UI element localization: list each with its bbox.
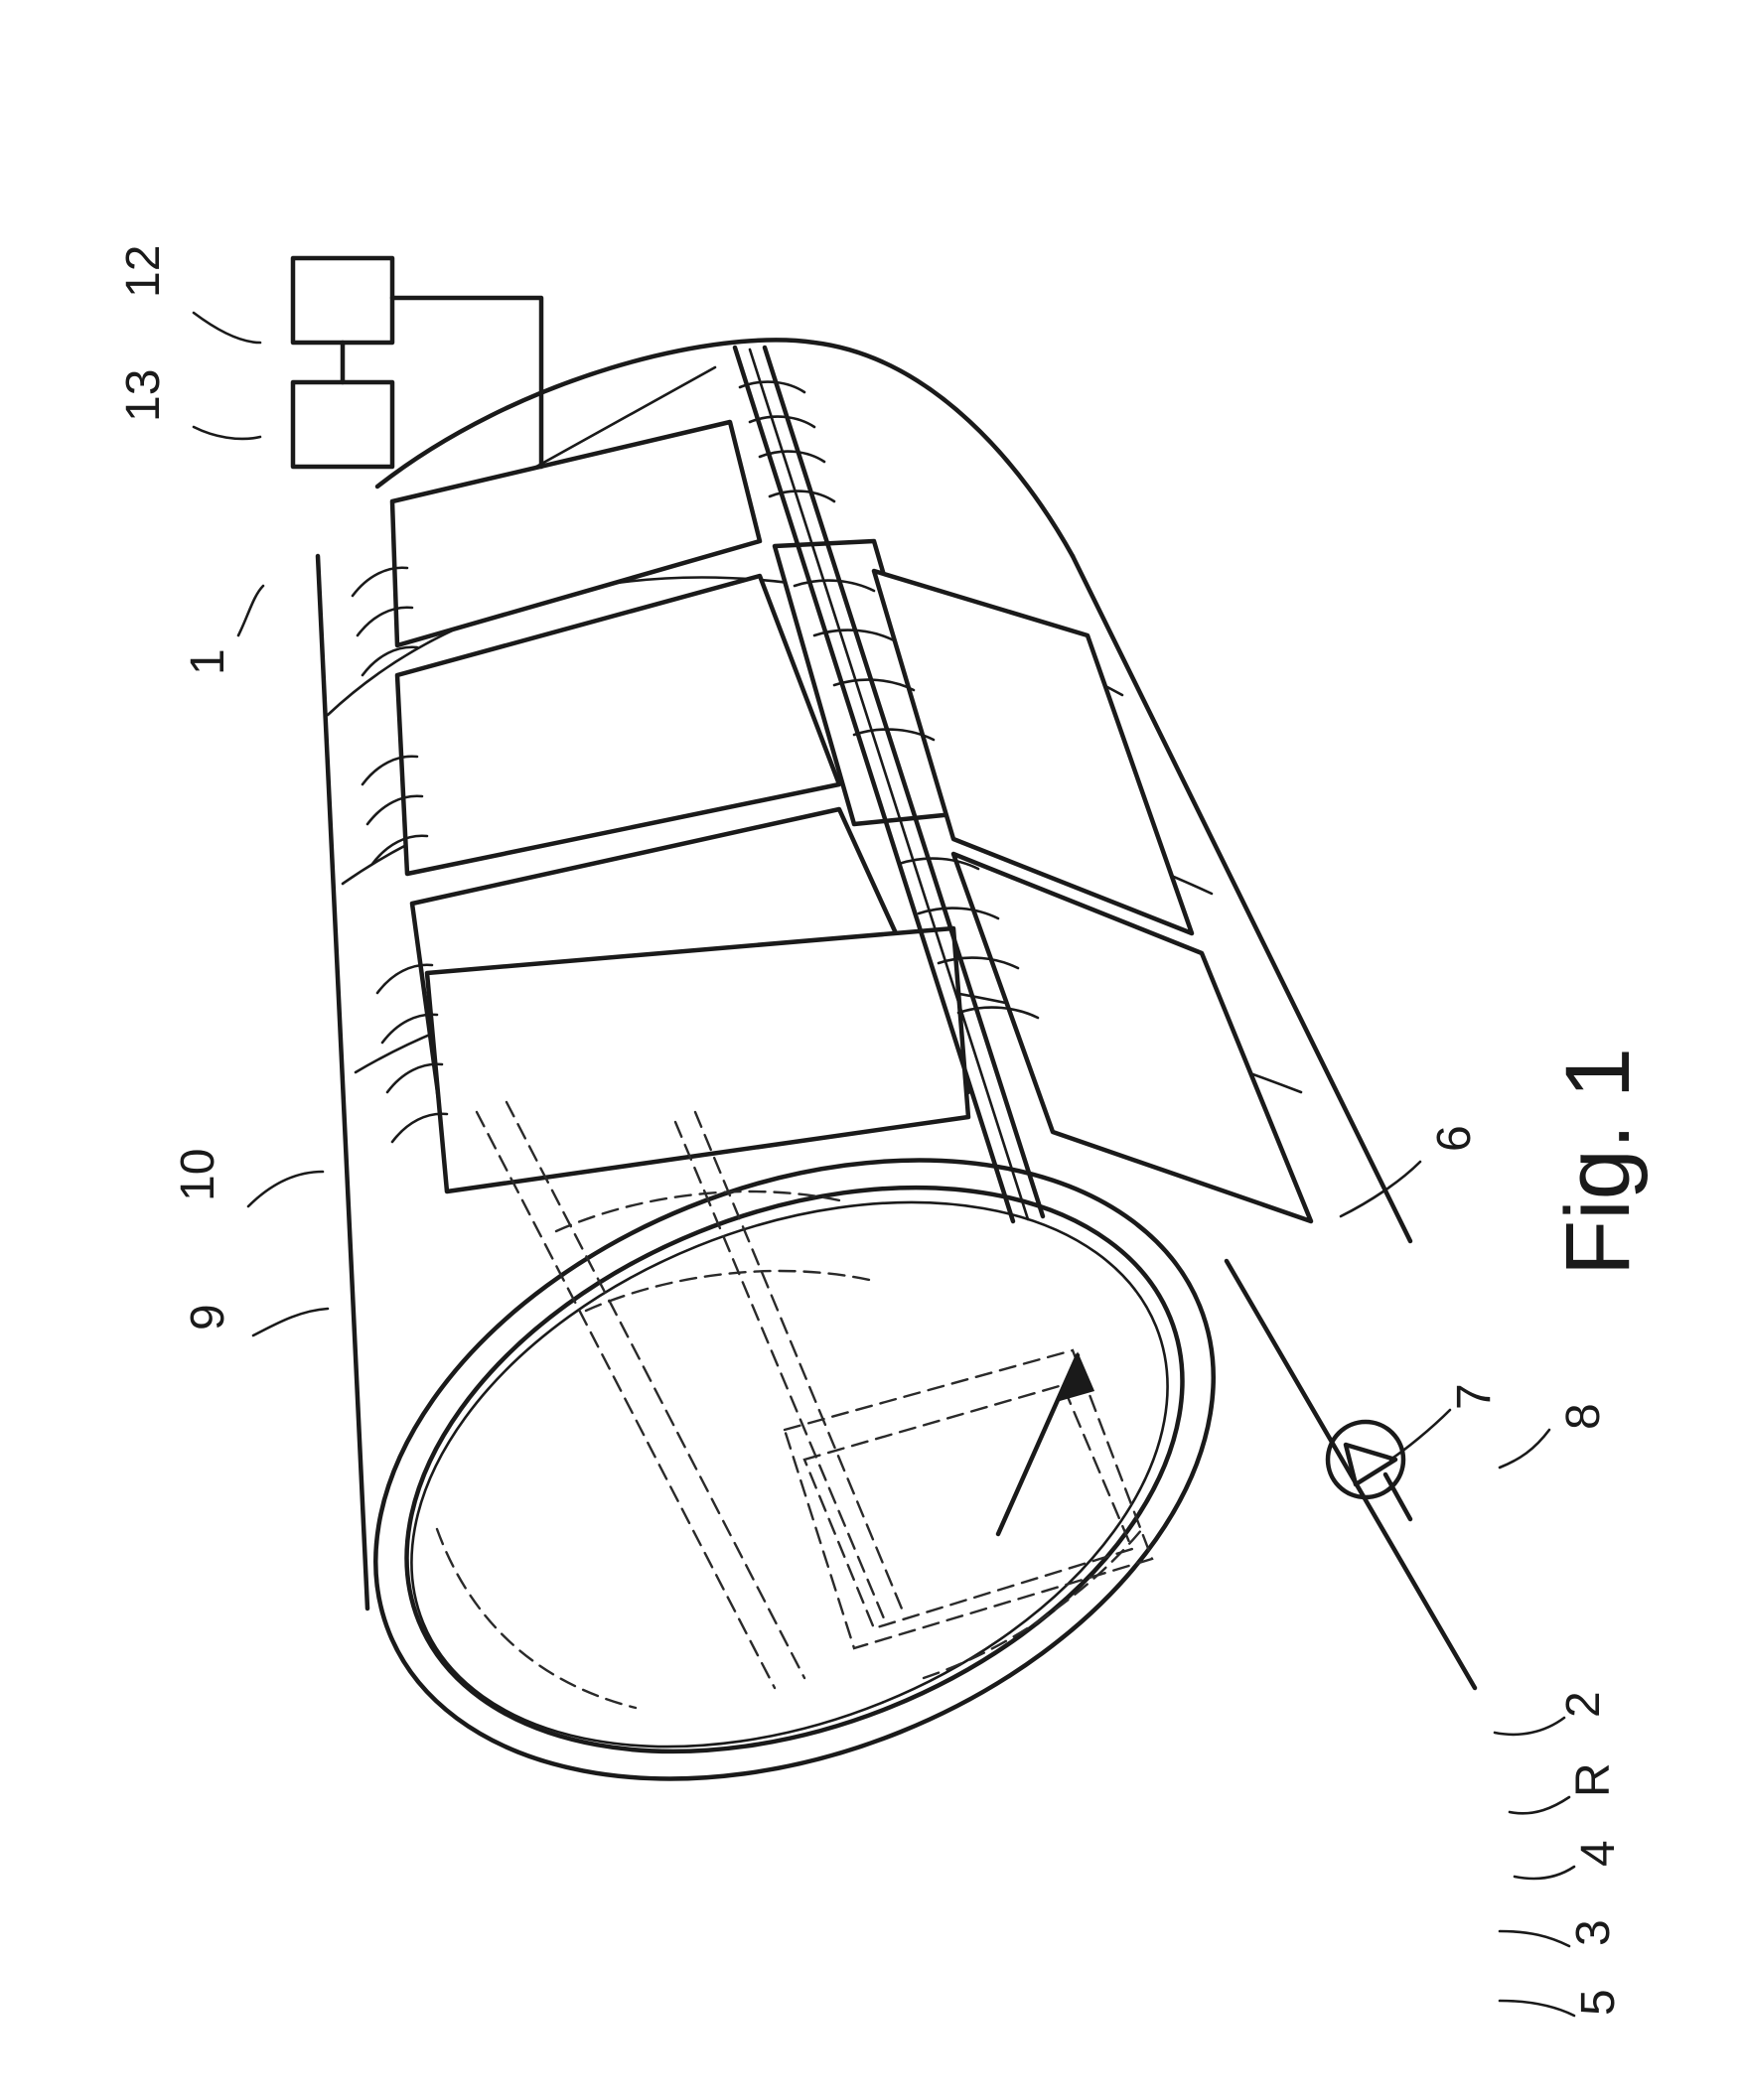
controller-box xyxy=(293,258,392,343)
label-13: 13 xyxy=(117,369,170,422)
controller-boxes xyxy=(293,258,715,467)
label-6: 6 xyxy=(1428,1125,1481,1152)
label-R: R xyxy=(1567,1762,1620,1797)
label-12: 12 xyxy=(117,245,170,298)
label-8: 8 xyxy=(1557,1403,1610,1430)
figure-caption: Fig. 1 xyxy=(1547,1048,1649,1276)
label-10: 10 xyxy=(172,1149,224,1201)
label-3: 3 xyxy=(1567,1919,1620,1946)
interior-hidden-lines xyxy=(437,1102,1152,1708)
label-1: 1 xyxy=(182,648,234,675)
label-2: 2 xyxy=(1557,1691,1610,1718)
label-5: 5 xyxy=(1572,1989,1625,2016)
label-7: 7 xyxy=(1448,1383,1501,1410)
front-pad xyxy=(427,928,968,1191)
label-9: 9 xyxy=(182,1304,234,1330)
fluid-line xyxy=(1227,1261,1475,1688)
rotation-arrow xyxy=(998,1355,1092,1534)
unit-box xyxy=(293,382,392,467)
label-4: 4 xyxy=(1572,1840,1625,1867)
front-ring xyxy=(283,1044,1305,1895)
